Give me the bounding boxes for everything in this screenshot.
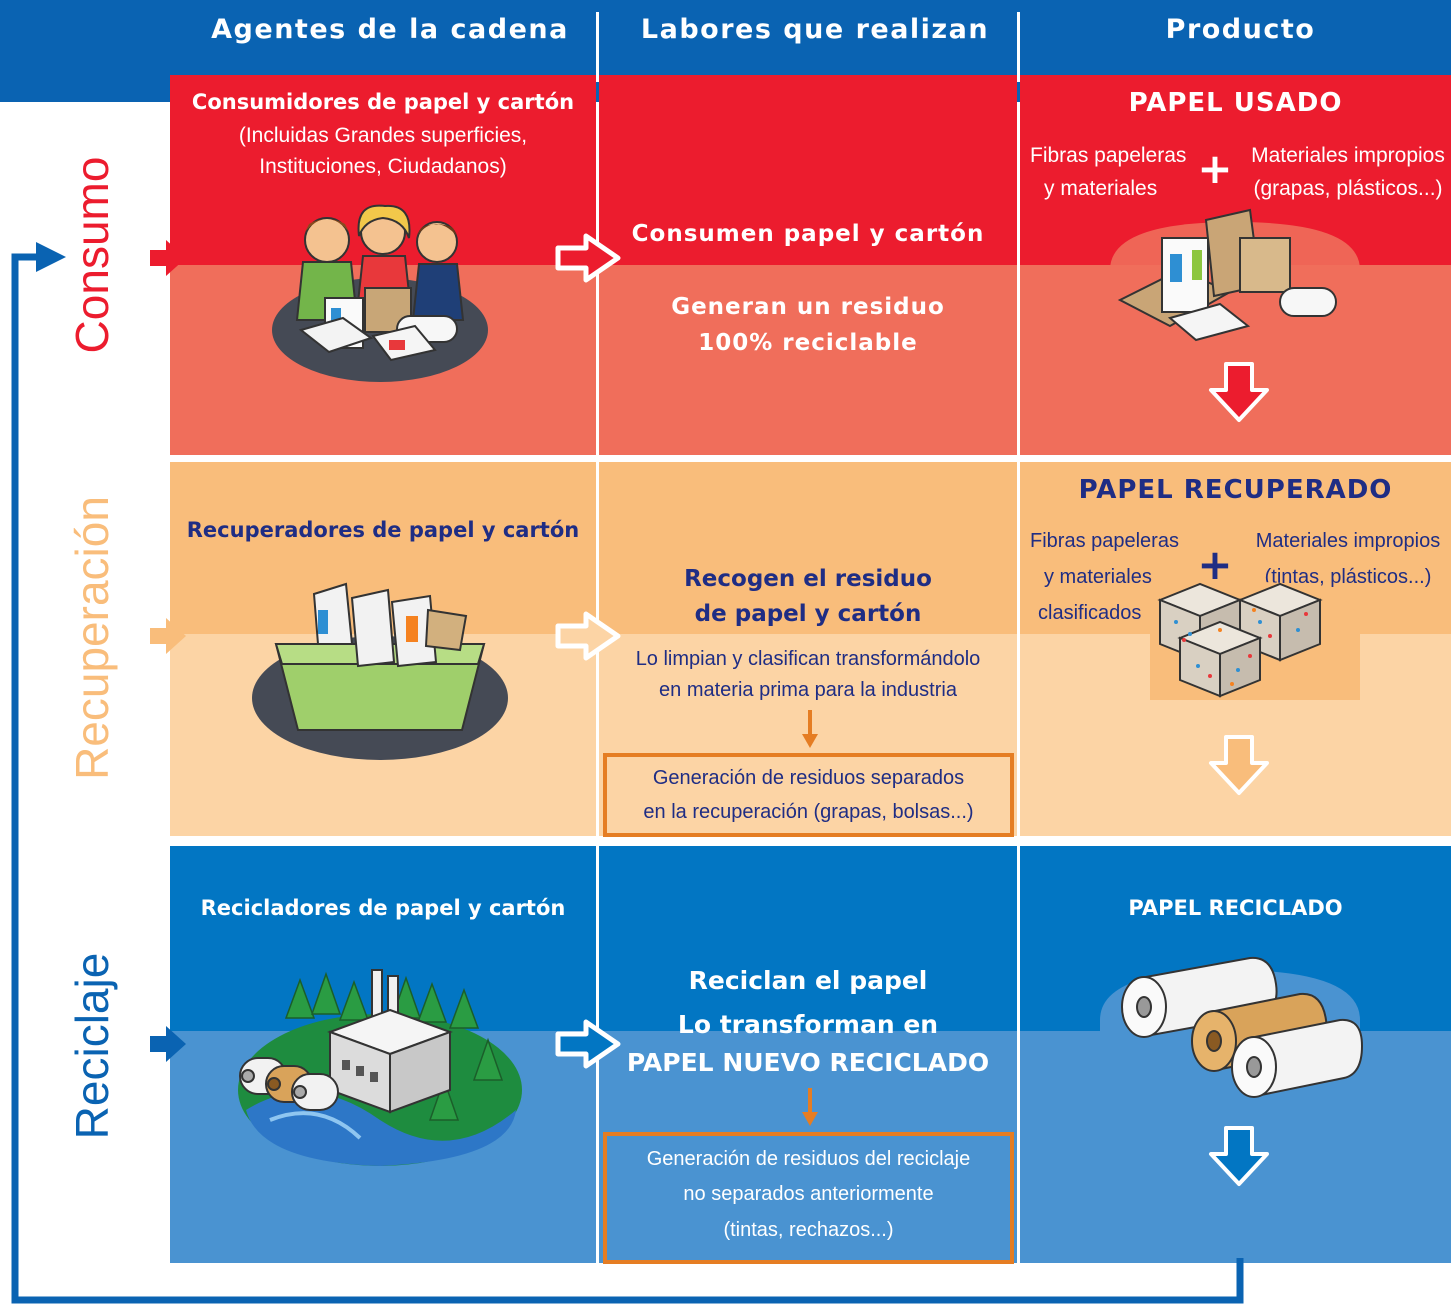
- header-tasks: Labores que realizan: [640, 14, 990, 45]
- consumo-entry-arrow: [150, 240, 186, 276]
- recuperacion-product-right-2: (tintas, plásticos...): [1264, 566, 1432, 588]
- recuperacion-waste-2: en la recuperación (grapas, bolsas...): [643, 801, 974, 823]
- reciclaje-to-task-arrow: [555, 1019, 621, 1069]
- recuperacion-task-desc-2: en materia prima para la industria: [659, 679, 957, 701]
- consumo-product-cell: [1020, 75, 1451, 455]
- recuperacion-agent-cell: [170, 462, 596, 836]
- reciclaje-entry-arrow: [150, 1026, 186, 1062]
- consumo-plus-icon: +: [1197, 144, 1233, 193]
- recycling-container-icon: [252, 582, 508, 760]
- reciclaje-waste-2: no separados anteriormente: [683, 1183, 934, 1205]
- consumo-product-right-1: Materiales impropios: [1251, 144, 1445, 167]
- recuperacion-waste-1: Generación de residuos separados: [652, 767, 965, 789]
- consumo-task-2-line2: 100% reciclable: [698, 330, 918, 356]
- recuperacion-waste-arrow: [802, 710, 818, 748]
- consumo-agent-title: Consumidores de papel y cartón: [191, 90, 575, 114]
- recuperacion-down-arrow: [1209, 735, 1269, 795]
- reciclaje-waste-1: Generación de residuos del reciclaje: [646, 1148, 971, 1170]
- paper-mill-icon: [238, 969, 522, 1166]
- people-shopping-icon: [272, 204, 488, 382]
- reciclaje-task-3: PAPEL NUEVO RECICLADO: [626, 1048, 990, 1077]
- reciclaje-waste-arrow: [802, 1088, 818, 1126]
- consumo-product-left-2: y materiales: [1044, 177, 1158, 200]
- reciclaje-task-2: Lo transforman en: [677, 1010, 939, 1039]
- recuperacion-to-task-arrow: [555, 611, 621, 661]
- recuperacion-task-title-1: Recogen el residuo: [684, 566, 932, 592]
- consumo-to-task-arrow: [555, 233, 621, 283]
- reciclaje-waste-box: [603, 1132, 1014, 1264]
- header-product: Producto: [1165, 14, 1316, 45]
- header-agents: Agentes de la cadena: [211, 14, 569, 45]
- consumo-task-1: Consumen papel y cartón: [631, 221, 985, 247]
- recuperacion-product-left-3: clasificados: [1038, 602, 1142, 624]
- reciclaje-waste-3: (tintas, rechazos...): [723, 1219, 894, 1241]
- used-paper-icon: [1110, 208, 1360, 350]
- recuperacion-task-title-2: de papel y cartón: [694, 601, 922, 627]
- consumo-task-2-line1: Generan un residuo: [671, 294, 945, 320]
- recuperacion-agent-title: Recuperadores de papel y cartón: [186, 518, 580, 542]
- recuperacion-plus-icon: +: [1197, 540, 1233, 589]
- recuperacion-product-title: PAPEL RECUPERADO: [1078, 475, 1393, 505]
- recuperacion-product-right-1: Materiales impropios: [1255, 530, 1441, 552]
- reciclaje-down-arrow: [1209, 1126, 1269, 1186]
- consumo-down-arrow: [1209, 362, 1269, 422]
- consumo-task-cell: [599, 75, 1017, 455]
- paper-rolls-icon: [1100, 956, 1364, 1100]
- recuperacion-task-cell: [599, 462, 1017, 836]
- consumo-product-left-1: Fibras papeleras: [1030, 144, 1187, 167]
- recuperacion-task-desc-1: Lo limpian y clasifican transformándolo: [635, 648, 981, 670]
- recuperacion-waste-box: [603, 753, 1014, 837]
- consumo-agent-sub-2: Instituciones, Ciudadanos): [259, 155, 507, 178]
- recuperacion-product-left-1: Fibras papeleras: [1030, 530, 1179, 552]
- header-divider-1: [596, 12, 599, 82]
- reciclaje-task-1: Reciclan el papel: [688, 966, 928, 995]
- reciclaje-product-title: PAPEL RECICLADO: [1128, 896, 1343, 920]
- reciclaje-task-cell: [599, 846, 1017, 1263]
- reciclaje-agent-title: Recicladores de papel y cartón: [200, 896, 566, 920]
- consumo-agent-sub-1: (Incluidas Grandes superficies,: [238, 124, 528, 147]
- recuperacion-entry-arrow: [150, 618, 186, 654]
- header-divider-2: [1017, 12, 1020, 82]
- consumo-product-title: PAPEL USADO: [1128, 88, 1343, 118]
- paper-bales-icon: [1150, 582, 1360, 700]
- consumo-product-right-2: (grapas, plásticos...): [1253, 177, 1443, 200]
- recuperacion-product-left-2: y materiales: [1044, 566, 1152, 588]
